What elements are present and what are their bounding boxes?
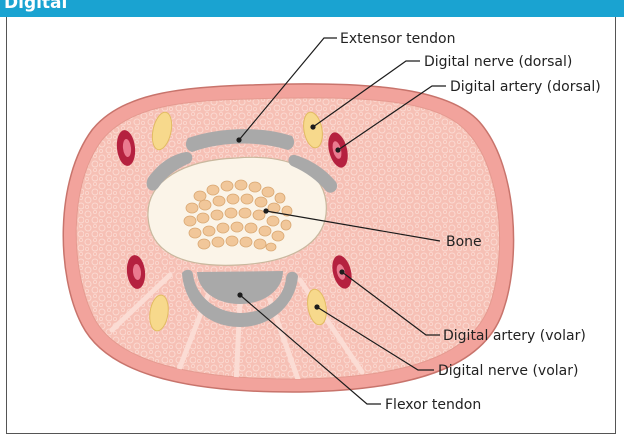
leader-dot-digital-artery-dorsal: [335, 147, 340, 152]
label-digital-nerve-dorsal: Digital nerve (dorsal): [424, 54, 572, 70]
bone-cortex: [148, 157, 326, 265]
label-extensor-tendon: Extensor tendon: [340, 31, 455, 47]
leader-dot-extensor-tendon: [236, 137, 241, 142]
leader-dot-flexor-tendon: [237, 292, 242, 297]
leader-dot-bone: [263, 208, 268, 213]
label-digital-nerve-volar: Digital nerve (volar): [438, 363, 578, 379]
label-digital-artery-volar: Digital artery (volar): [443, 328, 586, 344]
leader-dot-digital-nerve-volar: [314, 304, 319, 309]
label-digital-artery-dorsal: Digital artery (dorsal): [450, 79, 601, 95]
leader-dot-digital-nerve-dorsal: [310, 124, 315, 129]
label-flexor-tendon: Flexor tendon: [385, 397, 481, 413]
leader-dot-digital-artery-volar: [339, 269, 344, 274]
label-bone: Bone: [446, 234, 482, 250]
